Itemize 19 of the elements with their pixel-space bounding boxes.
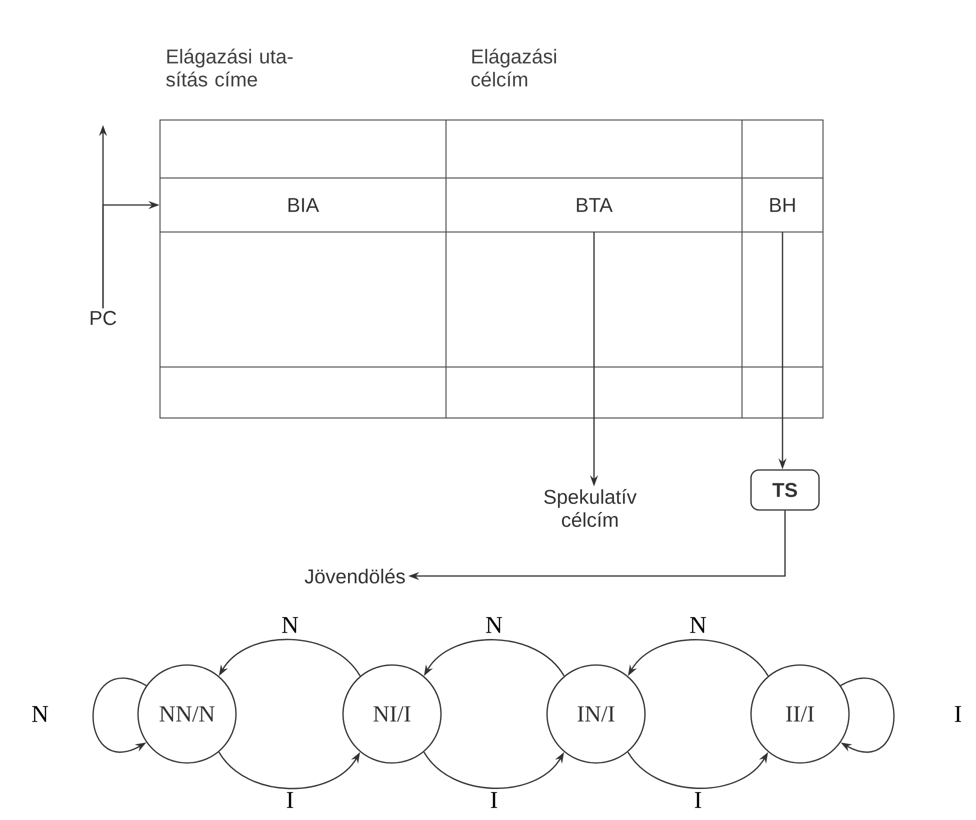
edge-label: N — [30, 705, 50, 723]
edge-label: I — [285, 791, 295, 809]
column-heading: Elágazási uta- sítás címe — [166, 48, 293, 87]
edge-label: I — [953, 705, 963, 723]
label-text: PC — [90, 310, 116, 326]
edge-label: N — [484, 616, 504, 634]
edge-label: N — [280, 616, 300, 634]
table-cell: BTA — [446, 178, 742, 232]
loop-arrow — [92, 678, 147, 752]
label-text: Jövendölés — [304, 568, 405, 584]
table-cell: BIA — [160, 178, 446, 232]
loop-arrow — [840, 678, 895, 752]
edge-label: N — [688, 616, 708, 634]
column-heading: Elágazási célcím — [472, 48, 556, 87]
edge-label: I — [489, 791, 499, 809]
label-text: Spekulatív célcím — [544, 489, 637, 527]
edge-label: I — [693, 791, 703, 809]
table-cell: BH — [742, 178, 824, 232]
rounded-box: TS — [750, 469, 820, 511]
